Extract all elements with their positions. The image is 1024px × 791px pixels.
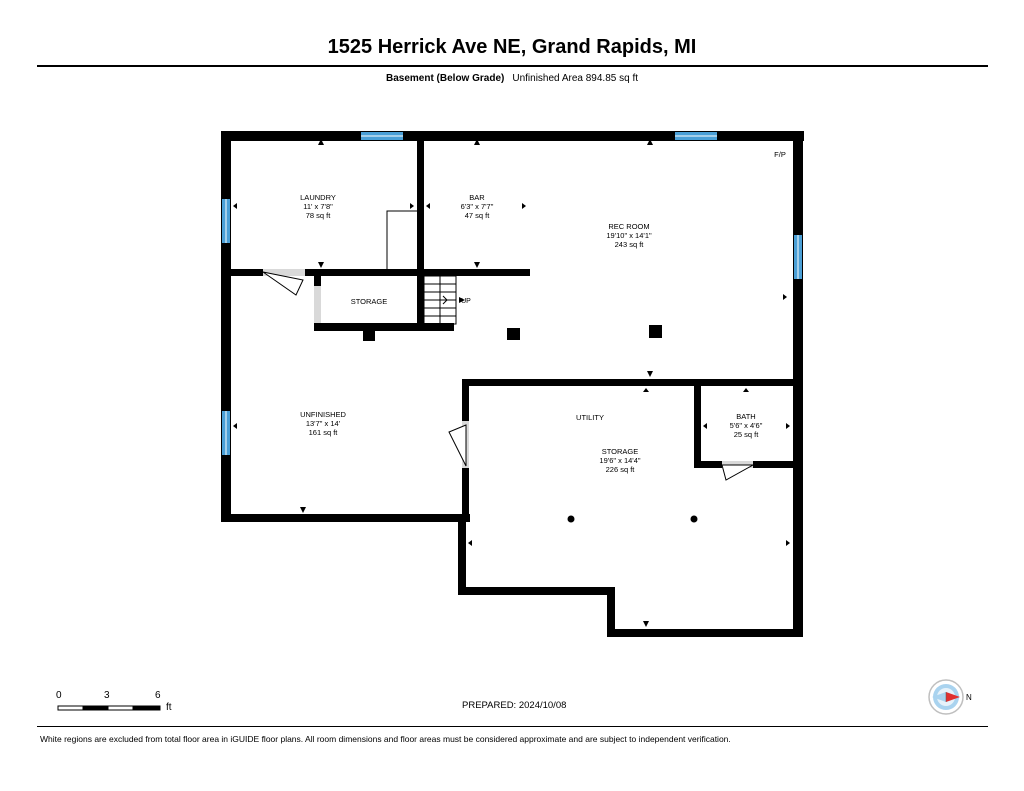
wall-bath-bottom-1 [694,461,722,468]
stairs-arrow [459,297,465,303]
wall-step-bottom [458,587,615,595]
door-gaps [263,269,753,468]
room-storage-large-area: 226 sq ft [606,465,636,474]
column-2 [507,328,520,340]
room-bath-name: BATH [736,412,755,421]
compass-icon [928,679,964,715]
wall-storage-left [314,276,321,286]
room-bar-dims: 6'3" x 7'7" [461,202,494,211]
wall-bath-left [694,379,701,467]
wall-step-vertical [458,514,466,594]
wall-utility-left-bottom [462,468,469,522]
room-laundry-dims: 11' x 7'8" [303,202,333,211]
laundry-stair-rail [386,210,417,270]
room-utility-name: UTILITY [576,413,604,422]
title-divider [37,65,988,67]
prepared-date: PREPARED: 2024/10/08 [462,700,567,711]
room-bar-area: 47 sq ft [465,211,491,220]
room-rec-dims: 19'10" x 14'1" [606,231,652,240]
windows [222,132,802,455]
subtitle: Basement (Below Grade) Unfinished Area 89… [0,73,1024,84]
fireplace-label: F/P [774,150,786,159]
room-bath-dims: 5'6" x 4'6" [730,421,763,430]
room-unfinished-dims: 13'7" x 14' [306,419,341,428]
disclaimer: White regions are excluded from total fl… [40,734,731,744]
wall-utility-top [462,379,801,386]
wall-bottom-left [221,514,470,522]
wall-storage-right [417,276,424,331]
scale-unit: ft [166,702,172,713]
scale-tick-0: 0 [56,690,62,701]
wall-laundry-bar [417,131,424,276]
wall-utility-left-top [462,379,469,421]
wall-storage-bottom [314,323,454,331]
room-storage-large-dims: 19'6" x 14'4" [599,456,640,465]
wall-bath-bottom-2 [753,461,801,468]
room-bar-name: BAR [469,193,485,202]
room-laundry-name: LAUNDRY [300,193,336,202]
room-bath-area: 25 sq ft [734,430,760,439]
scale-bar [57,705,161,711]
wall-laundry-bottom [221,269,263,276]
door-unfinished [448,424,467,467]
wall-left [221,131,231,522]
room-unfinished-area: 161 sq ft [309,428,339,437]
room-storage-large-name: STORAGE [602,447,639,456]
level-name: Basement (Below Grade) [385,73,505,84]
wall-laundry-bottom-2 [305,269,530,276]
scale-tick-6: 6 [155,690,161,701]
page-title: 1525 Herrick Ave NE, Grand Rapids, MI [327,36,697,58]
room-storage-small-name: STORAGE [351,297,388,306]
post-2 [690,515,698,523]
walls [221,131,804,637]
scale-tick-3: 3 [104,690,110,701]
wall-top [221,131,804,141]
wall-bottom-right [607,629,803,637]
level-area: Unfinished Area 894.85 sq ft [512,73,638,84]
room-laundry-area: 78 sq ft [306,211,332,220]
dimension-arrows [233,139,790,627]
door-bath [721,464,755,481]
column-1 [363,331,375,341]
door-laundry [262,271,304,296]
doors [262,271,755,481]
wall-step-vertical-2 [607,587,615,637]
room-rec-name: REC ROOM [608,222,649,231]
room-unfinished-name: UNFINISHED [300,410,346,419]
stairs-up-label: UP [461,298,471,305]
room-rec-area: 243 sq ft [615,240,645,249]
compass-north-label: N [966,693,972,702]
stairs [423,275,457,325]
column-3 [649,325,662,338]
footer-divider [37,726,988,727]
post-1 [567,515,575,523]
